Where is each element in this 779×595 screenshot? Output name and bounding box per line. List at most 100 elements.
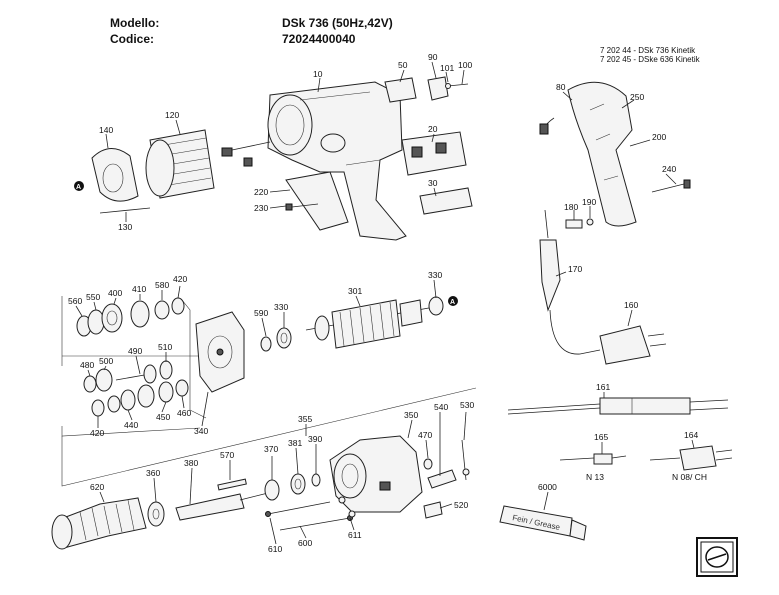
gear-row-top <box>76 297 185 337</box>
callout-130: 130 <box>118 222 132 232</box>
callout-170: 170 <box>568 264 582 274</box>
callout-460: 460 <box>177 408 191 418</box>
callout-90: 90 <box>428 52 438 62</box>
spindle-bearings <box>264 473 321 501</box>
callout-165: 165 <box>594 432 608 442</box>
armature-part <box>305 296 444 349</box>
callout-250: 250 <box>630 92 644 102</box>
rod-part <box>99 207 151 214</box>
capacitor-part <box>419 187 473 215</box>
callout-230: 230 <box>254 203 268 213</box>
callout-180: 180 <box>564 202 578 212</box>
connector-165-part <box>559 453 627 465</box>
brush-parts <box>221 141 271 167</box>
callout-200: 200 <box>652 132 666 142</box>
reference-mark-a-2 <box>448 296 458 306</box>
fein-logo <box>696 537 738 577</box>
callout-540: 540 <box>434 402 448 412</box>
plug-164-part <box>649 445 733 471</box>
model-label: Modello: <box>110 16 160 30</box>
housing-part <box>267 81 407 241</box>
callout-570: 570 <box>220 450 234 460</box>
callout-6000: 6000 <box>538 482 557 492</box>
callout-340: 340 <box>194 426 208 436</box>
cable-part <box>539 209 601 355</box>
callout-190: 190 <box>582 197 596 207</box>
locking-parts <box>423 439 470 489</box>
callout-350: 350 <box>404 410 418 420</box>
leader-lines <box>75 61 695 545</box>
callout-355: 355 <box>298 414 312 424</box>
code-label: Codice: <box>110 32 155 46</box>
callout-550: 550 <box>86 292 100 302</box>
callout-480: 480 <box>80 360 94 370</box>
callout-510: 510 <box>158 342 172 352</box>
callout-10: 10 <box>313 69 323 79</box>
screw-240-part <box>651 179 691 193</box>
gear-housing-part <box>329 435 443 519</box>
callout-390: 390 <box>308 434 322 444</box>
callout-30: 30 <box>428 178 438 188</box>
variant-line-1: 7 202 44 - DSk 736 Kinetik <box>600 46 696 55</box>
bracket-part <box>91 148 139 202</box>
field-coil-part <box>145 129 215 199</box>
callout-50: 50 <box>398 60 408 70</box>
terminal-part <box>539 123 549 135</box>
callout-120: 120 <box>165 110 179 120</box>
variant-line-2: 7 202 45 - DSke 636 Kinetik <box>600 55 700 64</box>
clamp-parts <box>565 218 594 229</box>
callout-520: 520 <box>454 500 468 510</box>
callout-600: 600 <box>298 538 312 548</box>
callout-330-top: 330 <box>428 270 442 280</box>
spindle-ring-part <box>147 501 165 527</box>
callout-580: 580 <box>155 280 169 290</box>
callout-470: 470 <box>418 430 432 440</box>
callout-100: 100 <box>458 60 472 70</box>
callout-20: 20 <box>428 124 438 134</box>
mark-a-text-1: A <box>76 184 81 191</box>
handle-cover-part <box>285 171 349 231</box>
screw-part <box>285 203 319 211</box>
callout-530: 530 <box>460 400 474 410</box>
callout-440: 440 <box>124 420 138 430</box>
group-bracket-line-2 <box>181 299 207 419</box>
chuck-part <box>51 497 147 550</box>
code-value: 72024400040 <box>282 32 356 46</box>
callout-381: 381 <box>288 438 302 448</box>
callout-240: 240 <box>662 164 676 174</box>
callout-161: 161 <box>596 382 610 392</box>
callout-560: 560 <box>68 296 82 306</box>
plug-part <box>599 325 667 365</box>
callout-80: 80 <box>556 82 566 92</box>
gear-row-middle <box>83 360 173 393</box>
callout-611: 611 <box>348 530 362 540</box>
handle-shell-part <box>567 81 637 227</box>
callout-420-top: 420 <box>173 274 187 284</box>
callout-450: 450 <box>156 412 170 422</box>
callout-330-mid: 330 <box>274 302 288 312</box>
reference-mark-a-1 <box>74 181 84 191</box>
small-clip-parts <box>427 76 469 101</box>
cable-161-part <box>507 397 729 415</box>
callout-140: 140 <box>99 125 113 135</box>
callout-301: 301 <box>348 286 362 296</box>
long-screws <box>265 501 353 531</box>
grease-tube-part <box>499 505 587 541</box>
callout-220: 220 <box>254 187 268 197</box>
callout-410: 410 <box>132 284 146 294</box>
callout-360: 360 <box>146 468 160 478</box>
callout-370: 370 <box>264 444 278 454</box>
label-n13: N 13 <box>586 472 604 482</box>
callout-490: 490 <box>128 346 142 356</box>
bearing-plate-part <box>195 311 245 393</box>
gear-row-bottom <box>91 379 189 417</box>
callout-610: 610 <box>268 544 282 554</box>
callout-101: 101 <box>440 63 454 73</box>
callout-400: 400 <box>108 288 122 298</box>
callout-620: 620 <box>90 482 104 492</box>
callout-160: 160 <box>624 300 638 310</box>
mark-a-text-2: A <box>450 299 455 306</box>
clip-611-part <box>338 496 356 518</box>
bottom-bracket-line <box>61 387 477 487</box>
